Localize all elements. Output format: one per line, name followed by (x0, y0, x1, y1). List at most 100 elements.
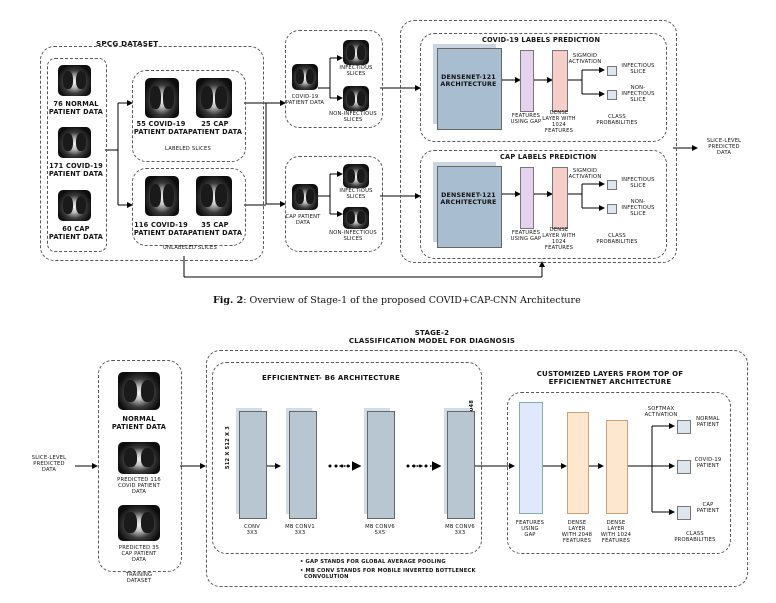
mbconv1-block (289, 411, 317, 519)
custom-layers-box (507, 392, 731, 554)
covid-densenet-block (437, 48, 502, 130)
cap-gap-bar (520, 167, 534, 229)
ct-covid-noninfectious-image (343, 86, 369, 111)
custom-layers-title: CUSTOMIZED LAYERS FROM TOP OF EFFICIENTN… (536, 370, 684, 387)
covid-noninfectious-prob-box (607, 90, 617, 100)
labeled-covid-label: 55 COVID-19 PATIENT DATA (133, 120, 189, 136)
covid-class-probabilities-label: CLASS PROBABILITIES (596, 114, 638, 126)
cap-branch-box (285, 156, 383, 252)
covid-branch-box (285, 30, 383, 128)
ct-cap-image (58, 190, 91, 221)
covid-gap-bar (520, 50, 534, 112)
spcg-dataset-title: SPCG DATASET (96, 39, 159, 48)
mbconv6a-label: MB CONV6 5X5 (365, 524, 395, 536)
labeled-cap-label: 25 CAP PATIENT DATA (188, 120, 243, 136)
class-probabilities-label: CLASS PROBABILITIES (674, 531, 716, 543)
cap-densenet-block (437, 166, 502, 248)
efficientnet-box (212, 362, 482, 554)
covid-sigmoid-label: SIGMOID ACTIVATION (568, 53, 602, 65)
spcg-dataset-box (40, 46, 264, 261)
covid-infectious-prob-box (607, 66, 617, 76)
cap-dense-label: DENSE LAYER WITH 1024 FEATURES (542, 227, 576, 251)
normal-patient-label: NORMAL PATIENT (696, 416, 720, 428)
gap-note: • GAP STANDS FOR GLOBAL AVERAGE POOLING (300, 559, 446, 565)
unlabeled-slices-caption: UNLABELED SLICES (163, 245, 217, 251)
normal-prob-box (677, 420, 691, 434)
cap-class-probabilities-label: CLASS PROBABILITIES (596, 233, 638, 245)
cap-infectious-slices-label: INFECTIOUS SLICES (339, 188, 373, 200)
labeled-slices-caption: LABELED SLICES (165, 146, 211, 152)
cap-branch-patient-label: CAP PATIENT DATA (285, 214, 321, 226)
unlabeled-slices-box (132, 168, 246, 246)
training-dataset-caption: TRAINING DATASET (125, 572, 153, 584)
training-dataset-box (98, 360, 182, 572)
stage2-input-label: SLICE-LEVEL PREDICTED DATA (31, 455, 67, 473)
ct-labeled-covid-image (145, 78, 179, 118)
unlabeled-cap-label: 35 CAP PATIENT DATA (188, 221, 243, 237)
ct-cap-branch-image (292, 184, 318, 210)
ct-train-normal-image (118, 372, 160, 410)
ct-cap-noninfectious-image (343, 207, 369, 229)
covid-prediction-box (420, 33, 667, 142)
cap-prediction-box (420, 150, 667, 259)
conv-label: CONV 3X3 (244, 524, 260, 536)
covid-prediction-title: COVID-19 LABELS PREDICTION (482, 36, 601, 44)
train-normal-label: NORMAL PATIENT DATA (111, 415, 167, 431)
cap-densenet-label: DENSENET-121 ARCHITECTURE (440, 192, 497, 207)
mbconv-note: • MB CONV STANDS FOR MOBILE INVERTED BOT… (300, 568, 476, 580)
covid-patient-label: COVID-19 PATIENT (694, 457, 722, 469)
softmax-label: SOFTMAX ACTIVATION (644, 406, 678, 418)
figure-caption-text: : Overview of Stage-1 of the proposed CO… (243, 295, 581, 306)
dense2048-bar (567, 412, 589, 514)
cap-noninfectious-slice-label: NON- INFECTIOUS SLICE (621, 199, 655, 217)
covid-prob-box (677, 460, 691, 474)
covid-gap-label: FEATURES USING GAP (510, 113, 542, 125)
figure-caption: Fig. 2: Overview of Stage-1 of the propo… (213, 295, 581, 306)
dense1024-bar (606, 420, 628, 514)
covid-infectious-slices-label: INFECTIOUS SLICES (339, 65, 373, 77)
input-dimension-label: 512 X 512 X 3 (225, 426, 231, 470)
cap-prob-box (677, 506, 691, 520)
cap-patient-label: CAP PATIENT (696, 502, 720, 514)
efficientnet-title: EFFICIENTNET- B6 ARCHITECTURE (262, 374, 401, 382)
efficientnet-outer-box (206, 350, 748, 587)
covid-dense-bar (552, 50, 568, 112)
ct-covid-infectious-image (343, 40, 369, 65)
conv-block (239, 411, 267, 519)
ct-train-covid-image (118, 442, 160, 474)
ct-train-cap-image (118, 505, 160, 541)
cap-infectious-slice-label: INFECTIOUS SLICE (621, 177, 655, 189)
train-covid-label: PREDICTED 116 COVID PATIENT DATA (117, 477, 161, 495)
cap-dense-bar (552, 167, 568, 229)
covid-dense-label: DENSE LAYER WITH 1024 FEATURES (542, 110, 576, 134)
train-cap-label: PREDICTED 35 CAP PATIENT DATA (118, 545, 160, 563)
cap-noninfectious-slices-label: NON-INFECTIOUS SLICES (329, 230, 377, 242)
ct-covid-branch-image (292, 64, 318, 90)
cap-infectious-prob-box (607, 180, 617, 190)
mbconv6b-label: MB CONV6 3X3 (445, 524, 475, 536)
custom-gap-label: FEATURES USING GAP (515, 520, 545, 538)
ct-unlabeled-covid-image (145, 176, 179, 216)
ct-unlabeled-cap-image (196, 176, 232, 216)
ct-normal-image (58, 65, 91, 96)
ct-labeled-cap-image (196, 78, 232, 118)
mbconv6a-block (367, 411, 395, 519)
labeled-slices-box (132, 70, 246, 162)
dense1024-label: DENSE LAYER WITH 1024 FEATURES (600, 520, 632, 544)
cap-sigmoid-label: SIGMOID ACTIVATION (568, 168, 602, 180)
cap-gap-label: FEATURES USING GAP (510, 230, 542, 242)
figure-caption-label: Fig. 2 (213, 295, 244, 306)
covid-branch-patient-label: COVID-19 PATIENT DATA (285, 94, 325, 106)
unlabeled-covid-label: 116 COVID-19 PATIENT DATA (133, 221, 189, 237)
mbconv1-label: MB CONV1 3X3 (285, 524, 315, 536)
cap-noninfectious-prob-box (607, 204, 617, 214)
prediction-outer-box (400, 20, 677, 263)
covid-densenet-label: DENSENET-121 ARCHITECTURE (440, 74, 497, 89)
ct-covid-image (58, 127, 91, 158)
covid-infectious-slice-label: INFECTIOUS SLICE (621, 63, 655, 75)
covid-noninfectious-slice-label: NON- INFECTIOUS SLICE (621, 85, 655, 103)
slice-level-output-label: SLICE-LEVEL PREDICTED DATA (706, 138, 742, 156)
